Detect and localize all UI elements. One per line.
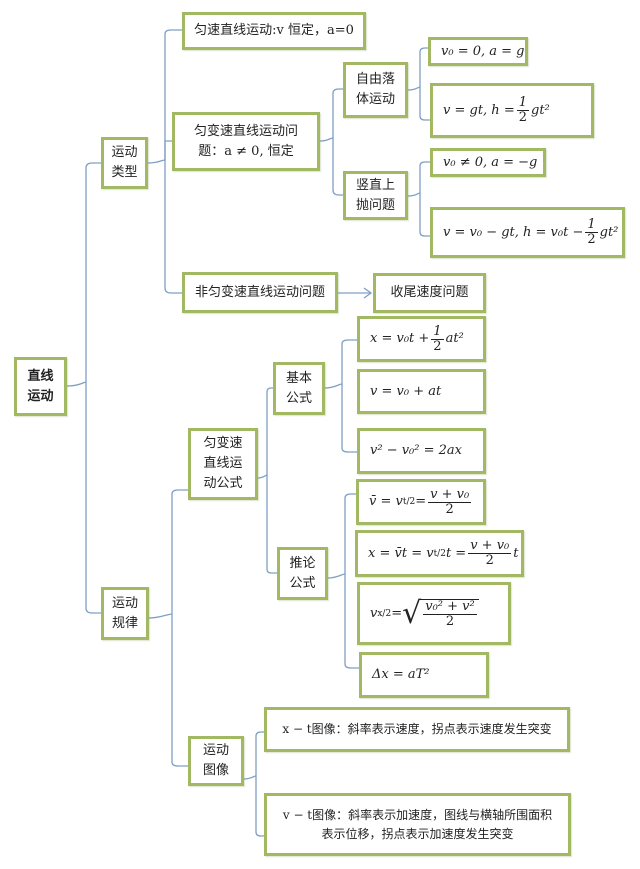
formula-velocity[interactable]: v = v₀ + at: [357, 369, 486, 414]
formula-free-fall-initial[interactable]: v₀ = 0, a = g: [428, 37, 528, 66]
node-xt-graph[interactable]: x − t图像：斜率表示速度，拐点表示速度发生突变: [264, 707, 570, 752]
node-terminal-velocity[interactable]: 收尾速度问题: [373, 273, 486, 313]
node-uniform-accel-problem[interactable]: 匀变速直线运动问 题：a ≠ 0, 恒定: [172, 112, 320, 171]
fraction: v₀² + v² 2: [423, 598, 477, 629]
node-motion-graphs[interactable]: 运动 图像: [188, 736, 244, 786]
node-vertical-throw[interactable]: 竖直上 抛问题: [343, 171, 408, 220]
formula-vertical-throw-motion[interactable]: v = v₀ − gt, h = v₀t − 1 2 gt²: [430, 207, 625, 258]
node-basic-formulas[interactable]: 基本 公式: [273, 362, 325, 415]
fraction: 1 2: [585, 217, 598, 247]
fraction: v + v₀ 2: [468, 538, 512, 568]
node-derived-formulas[interactable]: 推论 公式: [277, 547, 328, 600]
formula-free-fall-motion[interactable]: v = gt, h = 1 2 gt²: [430, 83, 594, 138]
node-non-uniform-problem[interactable]: 非匀变速直线运动问题: [182, 272, 338, 313]
node-vt-graph[interactable]: v − t图像：斜率表示加速度，图线与横轴所围面积 表示位移，拐点表示加速度发生…: [264, 793, 571, 856]
node-free-fall[interactable]: 自由落 体运动: [343, 62, 408, 118]
node-uniform-motion[interactable]: 匀速直线运动:v 恒定，a=0: [182, 12, 366, 50]
fraction: 1 2: [516, 95, 529, 125]
root-node-linear-motion[interactable]: 直线 运动: [14, 357, 67, 416]
node-motion-types[interactable]: 运动 类型: [101, 137, 148, 189]
formula-velocity-displacement[interactable]: v² − v₀² = 2ax: [357, 428, 486, 474]
formula-displacement[interactable]: x = v₀t + 1 2 at²: [357, 316, 486, 362]
node-uniform-accel-formulas[interactable]: 匀变速 直线运 动公式: [188, 428, 258, 500]
formula-vertical-throw-initial[interactable]: v₀ ≠ 0, a = −g: [430, 148, 546, 177]
radical-sign-icon: √: [402, 595, 422, 631]
formula-successive-difference[interactable]: Δx = aT²: [359, 652, 489, 698]
fraction: v + v₀ 2: [428, 486, 472, 517]
fraction: 1 2: [431, 323, 444, 354]
square-root: √ v₀² + v² 2: [402, 595, 479, 631]
node-motion-laws[interactable]: 运动 规律: [101, 587, 149, 640]
